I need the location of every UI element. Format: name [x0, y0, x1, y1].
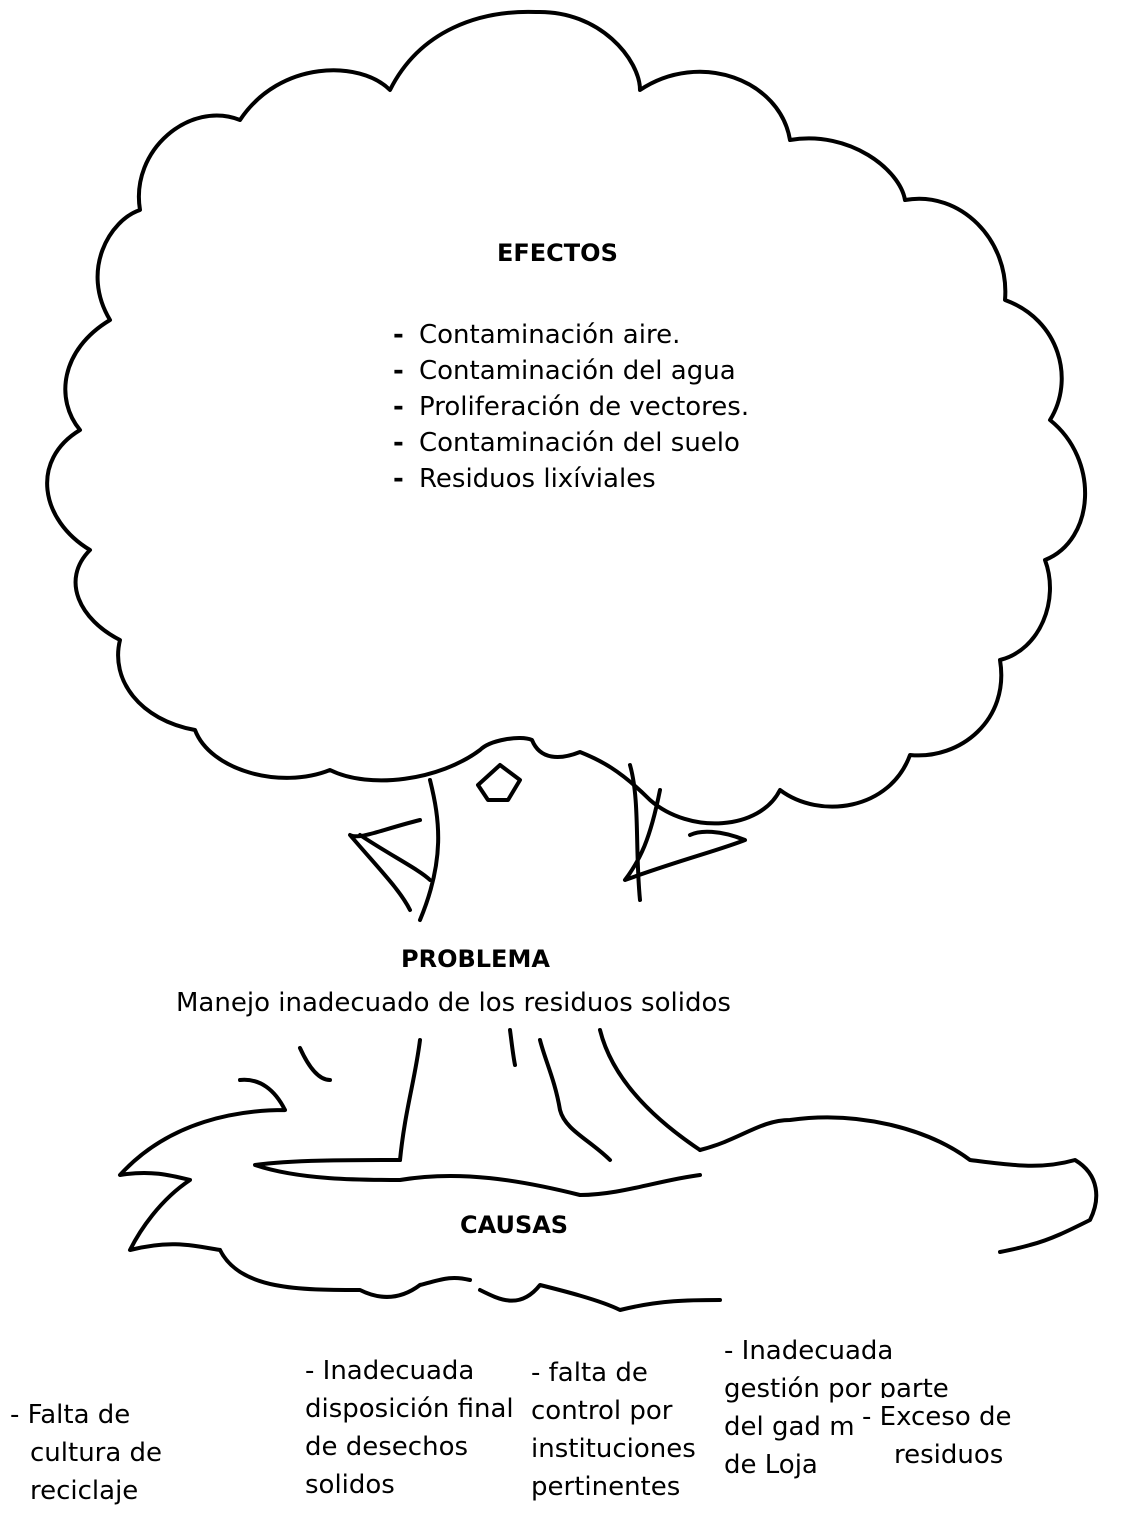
trunk-lower	[398, 1028, 702, 1162]
cause-line: control por	[531, 1396, 673, 1426]
problem-heading: PROBLEMA	[401, 945, 550, 973]
cause-line: solidos	[305, 1470, 395, 1500]
effects-heading: EFECTOS	[497, 239, 618, 267]
cause-line: - Exceso de	[862, 1402, 1012, 1432]
cause-line: de desechos	[305, 1432, 469, 1462]
effect-item: Proliferación de vectores.	[393, 389, 749, 425]
cause-line: - falta de	[531, 1358, 648, 1388]
effect-item: Contaminación del agua	[393, 353, 749, 389]
effect-item: Residuos lixíviales	[393, 461, 749, 497]
effect-item: Contaminación del suelo	[393, 425, 749, 461]
cause-item-2: - Inadecuada disposición final de desech…	[305, 1352, 520, 1504]
cause-line: de Loja	[724, 1450, 818, 1480]
cause-line: residuos	[894, 1440, 1004, 1470]
trunk-right-upper	[623, 763, 747, 902]
causes-heading: CAUSAS	[460, 1211, 569, 1239]
trunk-knot	[476, 763, 522, 802]
cause-line: - Inadecuada	[305, 1356, 475, 1386]
cause-item-5: - Exceso de residuos	[862, 1398, 1032, 1474]
cause-line: pertinentes	[531, 1472, 681, 1502]
cause-item-4: - Inadecuada gestión por parte del gad m…	[724, 1332, 954, 1484]
cause-line: - Inadecuada	[724, 1336, 894, 1366]
cause-line: instituciones	[531, 1434, 696, 1464]
cause-line: cultura de	[30, 1438, 163, 1468]
cause-line: del gad m	[724, 1412, 855, 1442]
tree-canopy	[45, 9, 1088, 826]
cause-line: reciclaje	[30, 1476, 139, 1506]
cause-line: disposición final	[305, 1394, 514, 1424]
effects-list: Contaminación aire. Contaminación del ag…	[393, 317, 749, 497]
effect-item: Contaminación aire.	[393, 317, 749, 353]
tree-roots	[118, 1046, 1099, 1312]
cause-item-1: - Falta de cultura de reciclaje	[10, 1396, 210, 1510]
problem-text: Manejo inadecuado de los residuos solido…	[176, 988, 731, 1018]
cause-item-3: - falta de control por instituciones per…	[531, 1354, 711, 1506]
cause-line: - Falta de	[10, 1400, 131, 1430]
trunk-left-upper	[348, 778, 441, 922]
